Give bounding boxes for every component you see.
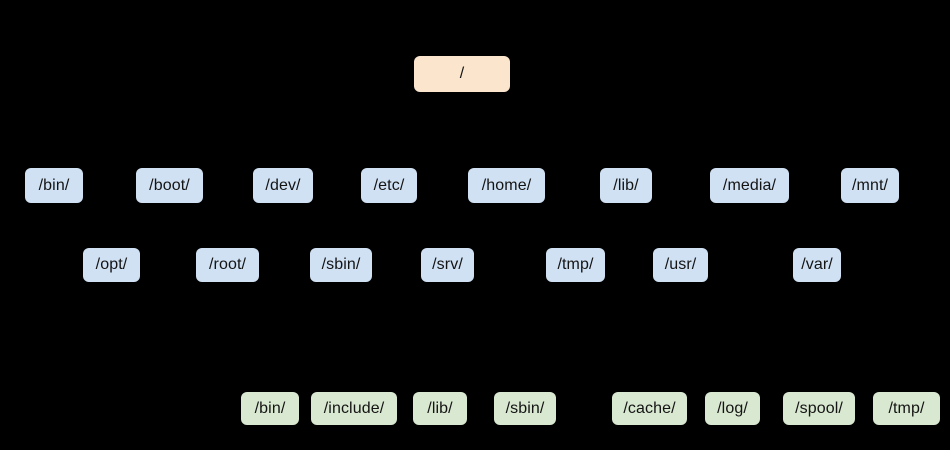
- tree-node-[interactable]: /: [414, 56, 510, 92]
- tree-node-usr[interactable]: /usr/: [653, 248, 708, 282]
- tree-node-tmp[interactable]: /tmp/: [873, 392, 940, 425]
- tree-node-tmp[interactable]: /tmp/: [546, 248, 605, 282]
- tree-node-root[interactable]: /root/: [196, 248, 259, 282]
- tree-node-sbin[interactable]: /sbin/: [494, 392, 556, 425]
- tree-node-mnt[interactable]: /mnt/: [841, 168, 899, 203]
- tree-node-dev[interactable]: /dev/: [253, 168, 313, 203]
- tree-node-sbin[interactable]: /sbin/: [310, 248, 372, 282]
- tree-node-boot[interactable]: /boot/: [136, 168, 203, 203]
- tree-node-home[interactable]: /home/: [468, 168, 545, 203]
- tree-node-include[interactable]: /include/: [311, 392, 397, 425]
- tree-node-media[interactable]: /media/: [710, 168, 789, 203]
- tree-node-lib[interactable]: /lib/: [600, 168, 652, 203]
- tree-node-spool[interactable]: /spool/: [783, 392, 855, 425]
- tree-node-var[interactable]: /var/: [793, 248, 841, 282]
- tree-node-lib[interactable]: /lib/: [413, 392, 467, 425]
- tree-node-etc[interactable]: /etc/: [361, 168, 417, 203]
- tree-node-cache[interactable]: /cache/: [612, 392, 687, 425]
- tree-node-opt[interactable]: /opt/: [83, 248, 140, 282]
- tree-node-log[interactable]: /log/: [705, 392, 760, 425]
- tree-node-bin[interactable]: /bin/: [25, 168, 83, 203]
- tree-node-bin[interactable]: /bin/: [241, 392, 299, 425]
- tree-node-srv[interactable]: /srv/: [421, 248, 474, 282]
